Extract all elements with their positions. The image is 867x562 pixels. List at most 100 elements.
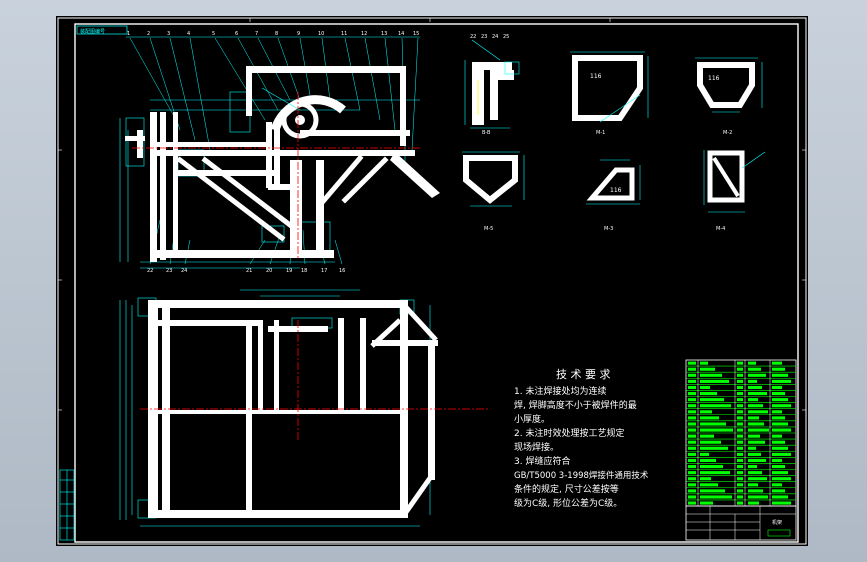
parts-cell-text — [688, 379, 696, 383]
parts-cell-text — [700, 398, 724, 402]
parts-cell-text — [688, 422, 696, 426]
tech-title: 技 术 要 求 — [556, 368, 611, 381]
title-block-name: 机架 — [772, 519, 782, 526]
parts-cell-text — [748, 373, 766, 377]
parts-cell-text — [700, 501, 713, 505]
parts-cell-text — [772, 434, 782, 438]
zone-ticks — [58, 18, 806, 411]
balloon-top-3: 3 — [167, 31, 170, 37]
parts-cell-text — [772, 446, 788, 450]
parts-cell-text — [748, 367, 761, 371]
dim-m2-116: 116 — [708, 75, 720, 82]
parts-cell-text — [700, 495, 732, 499]
parts-cell-text — [772, 416, 785, 420]
balloon-bottom-19: 19 — [286, 268, 292, 274]
tech-line-2: 焊, 焊脚高度不小于被焊件的最 — [514, 399, 637, 411]
balloon-top-7: 7 — [255, 31, 258, 37]
balloon-top-15: 15 — [413, 31, 419, 37]
parts-cell-text — [737, 392, 743, 396]
balloon-top-6: 6 — [235, 31, 238, 37]
title-block: 机架 — [685, 505, 797, 541]
balloon-bottom-20: 20 — [266, 268, 272, 274]
parts-cell-text — [772, 501, 791, 505]
parts-cell-text — [700, 471, 730, 475]
balloon-bottom-16: 16 — [339, 268, 345, 274]
parts-cell-text — [748, 392, 767, 396]
parts-cell-text — [737, 422, 743, 426]
parts-cell-text — [737, 489, 743, 493]
parts-cell-text — [748, 398, 758, 402]
balloon-top-13: 13 — [381, 31, 387, 37]
section-m-1: 116 M-1 — [570, 51, 649, 136]
parts-cell-text — [748, 501, 759, 505]
inner-frame — [74, 23, 799, 543]
dim-m4-116: 116 — [610, 187, 622, 194]
balloon-top-11: 11 — [341, 31, 347, 37]
parts-cell-text — [700, 392, 717, 396]
balloon-bottom-24: 24 — [181, 268, 187, 274]
balloon-bottom-18: 18 — [301, 268, 307, 274]
parts-cell-text — [700, 483, 718, 487]
parts-cell-text — [688, 416, 696, 420]
tech-line-7: GB/T5000 3-1998焊接件通用技术 — [514, 470, 649, 481]
parts-cell-text — [737, 404, 743, 408]
parts-cell-text — [737, 416, 743, 420]
parts-cell-text — [748, 416, 759, 420]
parts-cell-text — [772, 392, 785, 396]
parts-cell-text — [688, 367, 696, 371]
parts-cell-text — [772, 483, 782, 487]
parts-cell-text — [748, 477, 767, 481]
parts-cell-text — [737, 385, 743, 390]
parts-cell-text — [700, 428, 733, 432]
parts-cell-text — [688, 477, 696, 481]
detail-balloon-24: 24 — [492, 34, 498, 40]
section-m-4: 116 M-3 — [586, 159, 641, 232]
parts-cell-text — [737, 398, 743, 402]
parts-cell-text — [700, 434, 714, 438]
parts-cell-text — [700, 373, 722, 377]
parts-cell-text — [688, 458, 696, 463]
balloon-top-1: 1 — [127, 31, 130, 37]
parts-cell-text — [772, 452, 791, 456]
section-m-5: M-4 — [703, 150, 766, 232]
balloon-bottom-22: 22 — [147, 268, 153, 274]
plan-view — [119, 289, 490, 527]
parts-list — [685, 359, 797, 507]
front-view: 1 2 3 4 5 6 7 8 9 10 11 12 13 14 15 22 2… — [119, 31, 440, 274]
balloon-bottom-17: 17 — [321, 268, 327, 274]
parts-cell-text — [772, 458, 782, 463]
parts-cell-text — [700, 465, 723, 469]
label-m-4: M-3 — [604, 226, 613, 232]
parts-cell-text — [688, 446, 696, 450]
parts-cell-text — [700, 379, 729, 383]
section-views: 22 23 24 25 B-B 116 M-1 116 — [462, 34, 766, 232]
parts-cell-text — [737, 367, 743, 371]
tech-line-1: 1. 未注焊接处均为连续 — [514, 385, 606, 397]
parts-cell-text — [688, 483, 696, 487]
parts-cell-text — [737, 471, 743, 475]
label-b-b: B-B — [482, 130, 491, 136]
parts-cell-text — [737, 446, 743, 450]
parts-cell-text — [700, 452, 709, 456]
parts-cell-text — [700, 477, 711, 481]
balloon-top-10: 10 — [318, 31, 324, 37]
tech-line-5: 现场焊接。 — [514, 441, 559, 453]
parts-cell-text — [748, 404, 763, 408]
balloon-top-8: 8 — [275, 31, 278, 37]
parts-cell-text — [688, 361, 696, 365]
parts-cell-text — [748, 379, 757, 383]
parts-cell-text — [688, 398, 696, 402]
balloon-top-9: 9 — [297, 31, 300, 37]
parts-cell-text — [737, 373, 743, 377]
parts-cell-text — [772, 422, 788, 426]
parts-cell-text — [772, 361, 782, 365]
parts-cell-text — [748, 471, 762, 475]
parts-cell-text — [700, 404, 731, 408]
balloon-bottom-21: 21 — [246, 268, 252, 274]
drawing-code-text: 装配图编号 — [80, 28, 105, 35]
balloon-top-14: 14 — [398, 31, 404, 37]
parts-cell-text — [737, 361, 743, 365]
parts-cell-text — [700, 458, 716, 463]
section-m-2: 116 M-2 — [695, 57, 763, 136]
tech-line-6: 3. 焊缝应符合 — [514, 455, 570, 467]
